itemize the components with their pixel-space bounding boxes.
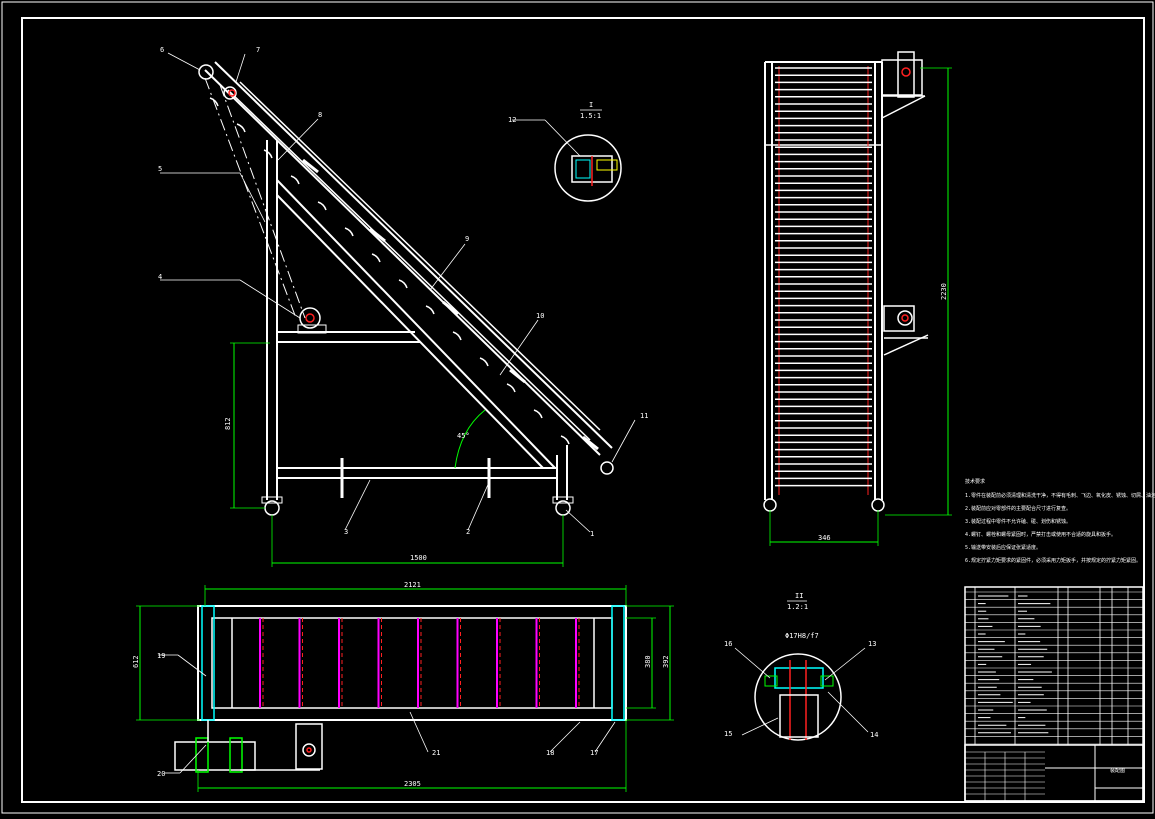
part-label: 4 [158, 273, 162, 281]
detail-I: I 1.5:1 12 [508, 101, 621, 201]
part-label: 5 [158, 165, 162, 173]
part-label: 9 [465, 235, 469, 243]
part-label: 14 [870, 731, 878, 739]
chain-hook [372, 254, 380, 262]
tech-note-line: 2.装配前应对零部件的主要配合尺寸进行复查。 [965, 505, 1071, 512]
detail-II-dimension: Φ17H8/f7 [785, 632, 819, 640]
dim-plan-overall: 2121 [404, 581, 421, 589]
chain-hook [345, 228, 353, 236]
side-view-labels: 6 7 8 5 4 9 10 11 3 2 1 [158, 46, 648, 538]
chain-hook [291, 176, 299, 184]
detail-II-title: II [795, 592, 803, 600]
tech-note-line: 1.零件在装配前必须清理和清洗干净，不得有毛刺、飞边、氧化皮、锈蚀、切屑、油污、… [965, 492, 1155, 499]
dim-plan-a: 380 [644, 655, 652, 668]
dim-plan-bottom: 2305 [404, 780, 421, 788]
dim-height: 812 [224, 417, 232, 430]
chain-hook [318, 202, 326, 210]
part-label: 3 [344, 528, 348, 536]
dim-plan-width: 612 [132, 655, 140, 668]
detail-I-scale: 1.5:1 [580, 112, 601, 120]
part-label: 15 [724, 730, 732, 738]
part-label: 1 [590, 530, 594, 538]
dim-plan-b: 392 [662, 655, 670, 668]
chain-hook [453, 332, 461, 340]
part-label: 8 [318, 111, 322, 119]
chain-hook [480, 358, 488, 366]
part-label: 17 [590, 749, 598, 757]
part-label: 2 [466, 528, 470, 536]
detail-I-title: I [589, 101, 593, 109]
title-block: 装配图 [965, 587, 1143, 801]
tech-note-line: 3.装配过程中零件不允许磕、碰、划伤和锈蚀。 [965, 518, 1071, 525]
part-label: 18 [546, 749, 554, 757]
part-label: 7 [256, 46, 260, 54]
title-block-name: 装配图 [1110, 767, 1125, 774]
dim-front-width: 346 [818, 534, 831, 542]
tech-note-line: 6.规定拧紧力矩要求的紧固件，必须采用力矩扳手，并按规定的拧紧力矩紧固。 [965, 557, 1141, 564]
tech-note-line: 4.螺钉、螺栓和螺母紧固时，严禁打击或使用不合适的旋具和扳手。 [965, 531, 1116, 538]
tech-notes: 技术要求 1.零件在装配前必须清理和清洗干净，不得有毛刺、飞边、氧化皮、锈蚀、切… [965, 478, 1155, 564]
detail-II-scale: 1.2:1 [787, 603, 808, 611]
plan-view: 2121 2305 612 380 392 19 20 21 18 17 [132, 581, 674, 792]
part-label: 13 [868, 640, 876, 648]
dim-front-height: 2230 [940, 283, 948, 300]
part-label: 11 [640, 412, 648, 420]
chain-hook [426, 306, 434, 314]
chain-hook [399, 280, 407, 288]
part-label: 21 [432, 749, 440, 757]
part-label: 16 [724, 640, 732, 648]
chain-hook [237, 124, 245, 132]
tech-notes-title: 技术要求 [965, 478, 985, 485]
part-label: 6 [160, 46, 164, 54]
chain-hook [561, 436, 569, 444]
detail-I-label: 12 [508, 116, 516, 124]
chain-hook [534, 410, 542, 418]
part-label: 10 [536, 312, 544, 320]
detail-II: II 1.2:1 Φ17H8/f7 16 13 15 14 [724, 592, 878, 740]
part-label: 19 [157, 652, 165, 660]
front-view: 2230 346 [764, 52, 952, 546]
tech-note-line: 5.输送带安装后应保证张紧适度。 [965, 544, 1041, 551]
dim-length: 1500 [410, 554, 427, 562]
dim-angle: 45° [457, 432, 470, 440]
side-view: 812 1500 45° 6 7 8 5 4 9 10 11 3 2 1 [158, 46, 648, 567]
chain-hook [507, 384, 515, 392]
part-label: 20 [157, 770, 165, 778]
